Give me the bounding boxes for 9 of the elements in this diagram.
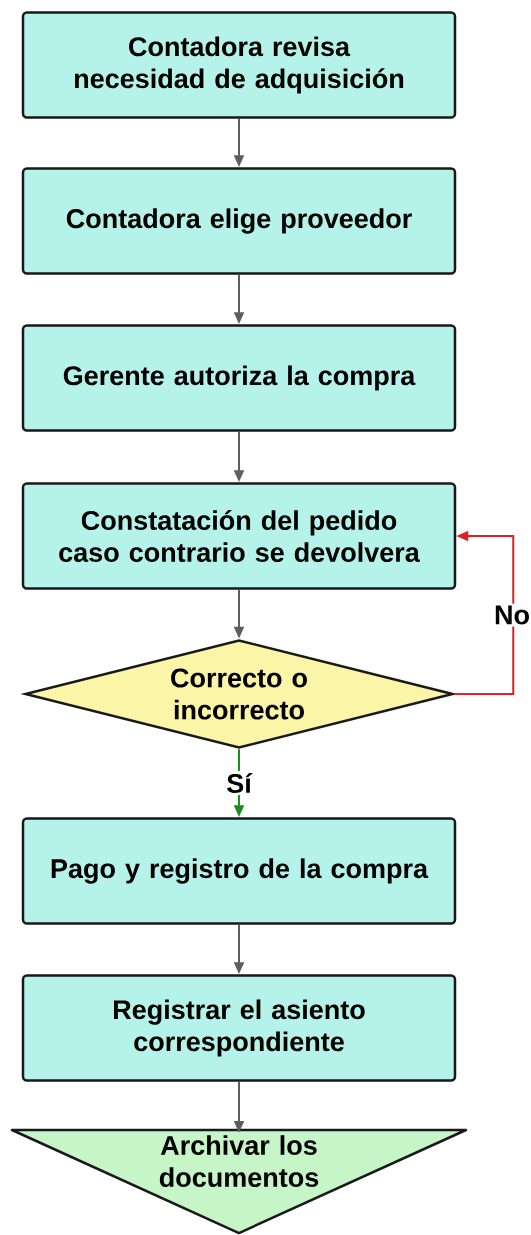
- process-box: Registrar el asiento correspondiente: [21, 974, 457, 1082]
- edge-label: Sí: [224, 771, 254, 796]
- process-box: Contadora elige proveedor: [21, 167, 457, 275]
- edge-label: No: [492, 603, 531, 627]
- process-box: Pago y registro de la compra: [21, 817, 457, 925]
- process-box: Gerente autoriza la compra: [21, 324, 457, 432]
- terminator-triangle: Archivar los documentos: [10, 1128, 468, 1235]
- process-box: Contadora revisa necesidad de adquisición: [21, 11, 457, 119]
- process-box: Constatación del pedido caso contrario se devolvera: [21, 482, 457, 590]
